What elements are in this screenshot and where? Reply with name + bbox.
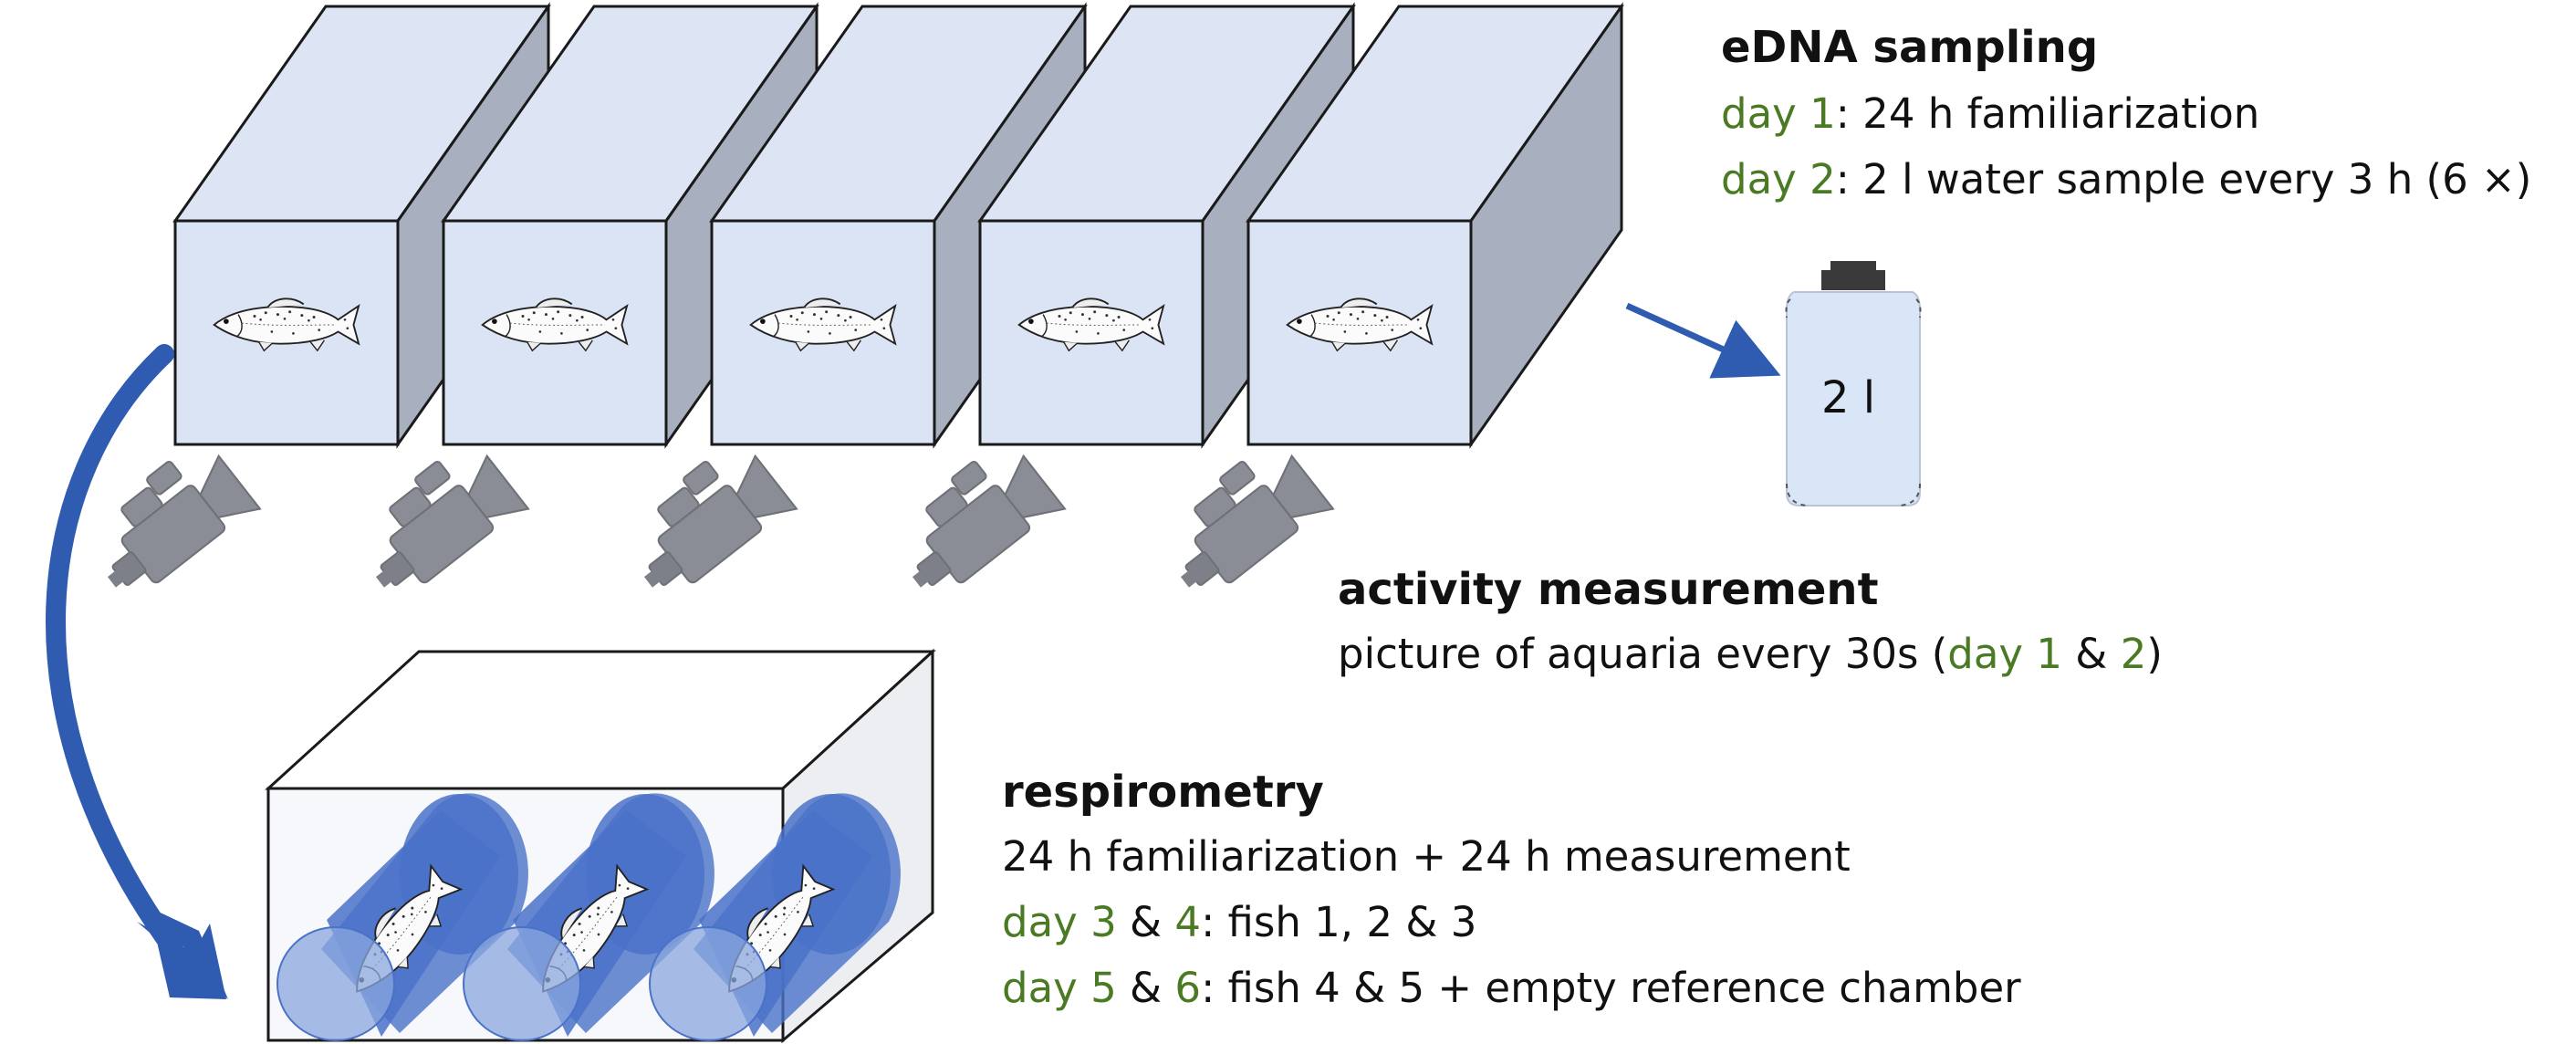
resp-line3-text: : fish 4 & 5 + empty reference chamber [1201, 964, 2021, 1012]
activity-day1: day 1 [1947, 630, 2062, 678]
resp-day6: 6 [1174, 964, 1202, 1012]
edna-day1-text: : 24 h familiarization [1835, 89, 2260, 138]
aquarium-tank-5 [1246, 2, 1624, 449]
edna-day1-label: day 1 [1721, 89, 1836, 138]
activity-title: activity measurement [1338, 564, 1879, 615]
resp-amp2: & [1116, 964, 1175, 1012]
aquarium-tank-2 [441, 2, 819, 449]
edna-line-day1: day 1: 24 h familiarization [1721, 89, 2259, 138]
camera-row [84, 445, 1334, 600]
water-bottle-icon [1785, 261, 1922, 506]
edna-day2-label: day 2 [1721, 155, 1836, 204]
transfer-curved-arrow [46, 344, 228, 999]
activity-text-post: ) [2146, 630, 2163, 678]
activity-amp: & [2062, 630, 2121, 678]
respiration-chamber-1 [276, 793, 528, 1041]
respirometry-line3: day 5 & 6: fish 4 & 5 + empty reference … [1002, 964, 2021, 1012]
tank-to-bottle-arrow [1625, 302, 1781, 379]
video-camera-icon [889, 445, 1066, 600]
video-camera-icon [84, 445, 261, 600]
resp-day4: 4 [1174, 898, 1202, 946]
video-camera-icon [1157, 445, 1334, 600]
activity-line: picture of aquaria every 30s (day 1 & 2) [1338, 630, 2163, 678]
respirometry-line2: day 3 & 4: fish 1, 2 & 3 [1002, 898, 1476, 946]
resp-line2-text: : fish 1, 2 & 3 [1201, 898, 1477, 946]
edna-line-day2: day 2: 2 l water sample every 3 h (6 ×) [1721, 155, 2531, 204]
respirometry-chambers [276, 793, 901, 1041]
edna-day2-text: : 2 l water sample every 3 h (6 ×) [1835, 155, 2532, 204]
respirometry-line1: 24 h familiarization + 24 h measurement [1002, 832, 1851, 881]
resp-day5: day 5 [1002, 964, 1117, 1012]
respiration-chamber-3 [649, 793, 901, 1041]
edna-title: eDNA sampling [1721, 22, 2099, 73]
resp-amp1: & [1116, 898, 1175, 946]
video-camera-icon [621, 445, 798, 600]
resp-day3: day 3 [1002, 898, 1117, 946]
activity-text-pre: picture of aquaria every 30s ( [1338, 630, 1948, 678]
aquaria-row [172, 2, 1624, 449]
bottle-volume-label: 2 l [1821, 372, 1876, 423]
activity-day2: 2 [2120, 630, 2147, 678]
video-camera-icon [352, 445, 529, 600]
respirometry-title: respirometry [1002, 767, 1324, 818]
respiration-chamber-2 [463, 793, 714, 1041]
